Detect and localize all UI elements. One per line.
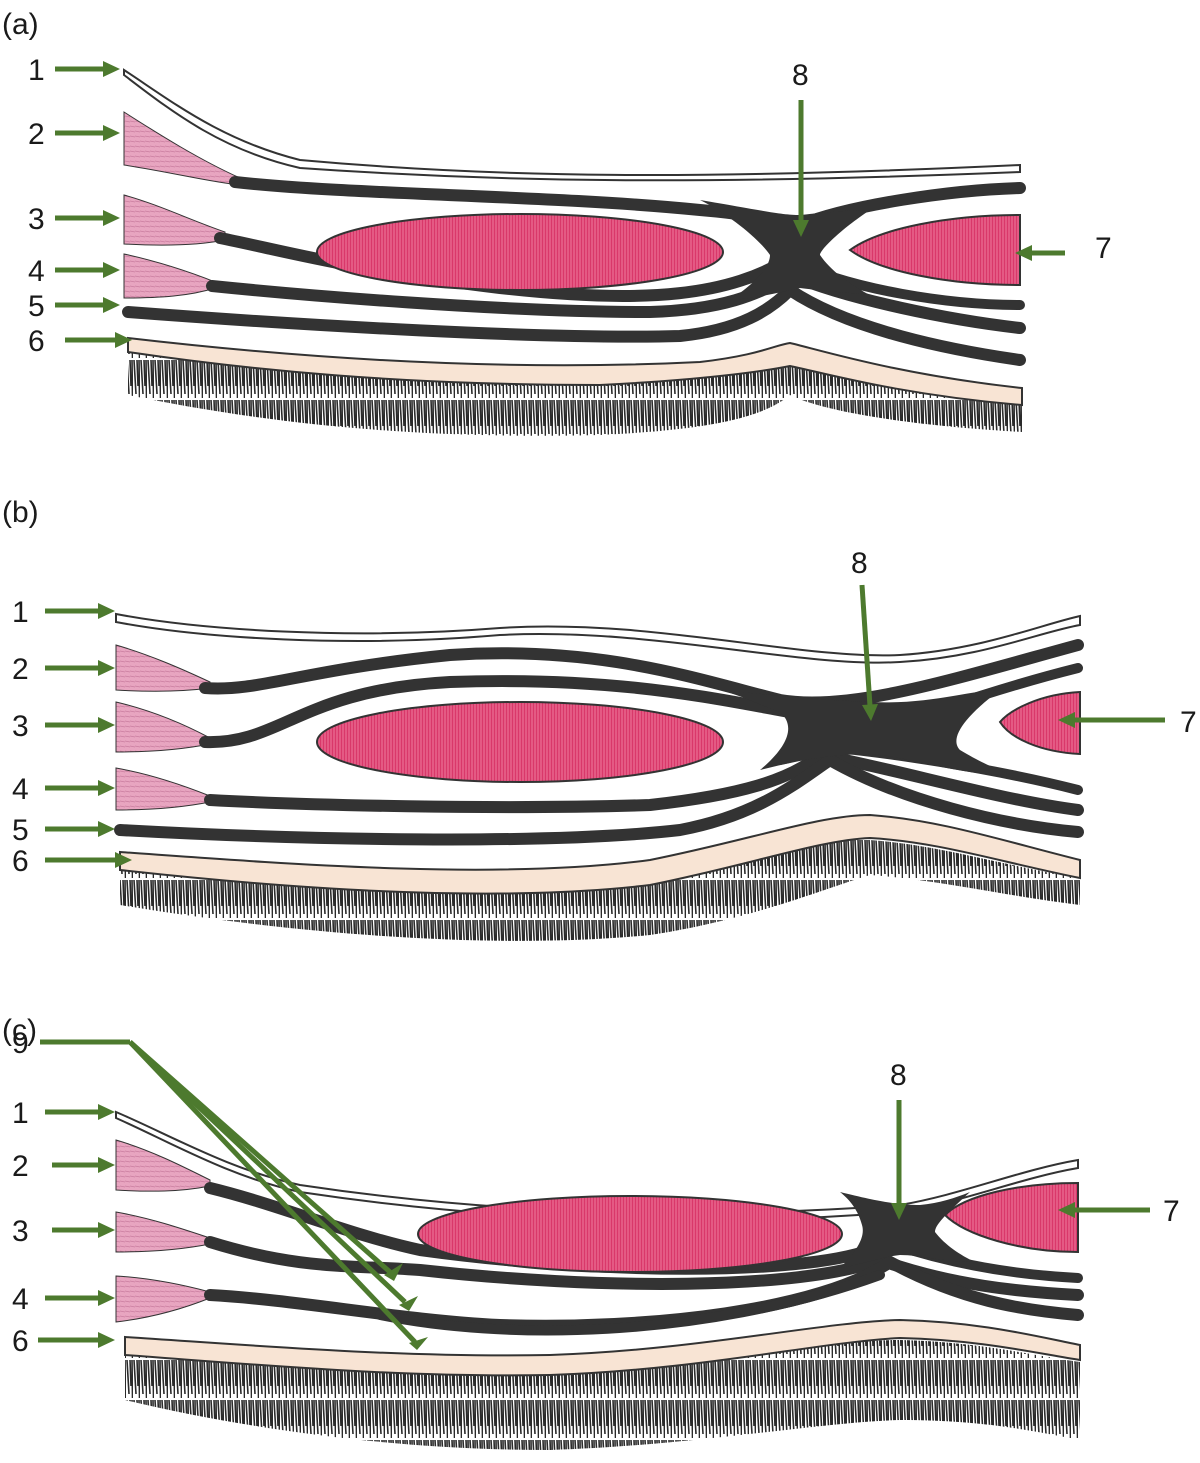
panel-letter-a: (a) (2, 8, 39, 41)
panel-letter-c: (c) (2, 1014, 37, 1047)
origin-4-a (123, 253, 216, 299)
fascia-band-b-2 (199, 675, 796, 749)
fascia-band-b-1 (199, 639, 1084, 709)
annotation-2-c: 2 (12, 1150, 115, 1183)
svg-text:3: 3 (12, 1215, 29, 1248)
skin-line-a (123, 68, 1021, 182)
svg-text:3: 3 (12, 710, 29, 743)
origin-3-c (115, 1211, 211, 1253)
svg-text:6: 6 (12, 1325, 29, 1358)
annotation-2-b: 2 (12, 653, 115, 686)
annotation-6-b: 6 (12, 845, 132, 878)
svg-text:1: 1 (28, 54, 45, 87)
fascial-node-b (720, 690, 1010, 775)
panel-b: (b) 1 2 (2, 496, 1197, 941)
svg-text:5: 5 (28, 290, 45, 323)
annotation-4-b: 4 (12, 773, 115, 806)
fascia-band-a-1 (229, 176, 1026, 232)
svg-text:1: 1 (12, 596, 29, 629)
muscle-belly-c-main (417, 1195, 843, 1273)
svg-text:4: 4 (12, 1283, 29, 1316)
annotation-1-c: 1 (12, 1097, 115, 1130)
svg-text:3: 3 (28, 203, 45, 236)
hair-layer-c (125, 1340, 1080, 1450)
panel-a: (a) 1 2 (2, 8, 1112, 436)
fascia-band-c-2 (204, 1236, 1084, 1301)
svg-text:8: 8 (851, 547, 868, 580)
annotation-7-c: 7 (1058, 1195, 1180, 1228)
panel-c: (c) 1 2 (2, 1014, 1180, 1450)
muscle-belly-b-main (316, 701, 724, 783)
annotation-6-a: 6 (28, 325, 132, 358)
fascial-node-a (700, 200, 870, 300)
origin-4-c (115, 1275, 211, 1323)
fat-layer-b (119, 813, 1081, 895)
svg-text:7: 7 (1180, 706, 1197, 739)
fat-layer-a (127, 336, 1023, 407)
svg-text:6: 6 (12, 845, 29, 878)
fascial-node-c (840, 1192, 975, 1268)
annotation-1-b: 1 (12, 596, 115, 629)
annotation-3-c: 3 (12, 1215, 115, 1248)
annotation-6-c: 6 (12, 1325, 115, 1358)
origin-2-b (115, 644, 211, 692)
muscle-belly-a-main (316, 213, 724, 291)
svg-text:7: 7 (1095, 232, 1112, 265)
annotation-3-b: 3 (12, 710, 115, 743)
annotation-4-a: 4 (28, 255, 120, 288)
fascia-band-c-5 (375, 1270, 885, 1336)
svg-text:4: 4 (12, 773, 29, 806)
svg-text:1: 1 (12, 1097, 29, 1130)
annotation-7-a: 7 (1015, 232, 1112, 265)
skin-line-b (115, 612, 1081, 664)
skin-line-c (115, 1110, 1079, 1222)
svg-text:8: 8 (890, 1059, 907, 1092)
svg-text:6: 6 (28, 325, 45, 358)
origin-3-b (115, 701, 211, 753)
svg-text:5: 5 (12, 814, 29, 847)
annotation-5-b: 5 (12, 814, 115, 847)
annotation-8-c: 8 (890, 1059, 907, 1220)
svg-text:7: 7 (1163, 1195, 1180, 1228)
svg-text:4: 4 (28, 255, 45, 288)
annotation-1-a: 1 (28, 54, 120, 87)
fascia-band-a-4 (122, 282, 1026, 366)
fat-layer-c (124, 1318, 1081, 1377)
panel-letter-b: (b) (2, 496, 39, 529)
svg-text:9: 9 (12, 1027, 29, 1060)
annotation-7-b: 7 (1058, 706, 1197, 739)
annotation-4-c: 4 (12, 1283, 115, 1316)
svg-text:2: 2 (12, 653, 29, 686)
svg-text:2: 2 (12, 1150, 29, 1183)
fascia-band-b-3 (204, 748, 1084, 816)
annotation-8-a: 8 (792, 59, 809, 237)
svg-text:8: 8 (792, 59, 809, 92)
origin-2-a (123, 111, 241, 186)
annotation-9-c: 9 (12, 1027, 428, 1350)
muscle-belly-a-right (848, 213, 1021, 287)
annotation-3-a: 3 (28, 203, 120, 236)
svg-text:2: 2 (28, 118, 45, 151)
muscle-belly-c-right (943, 1181, 1079, 1254)
fascia-band-b-4 (114, 752, 1084, 846)
origin-4-b (115, 767, 211, 811)
annotation-5-a: 5 (28, 290, 120, 323)
origin-3-a (123, 194, 226, 246)
annotation-8-b: 8 (851, 547, 878, 721)
annotation-2-a: 2 (28, 118, 120, 151)
muscle-belly-b-right (998, 690, 1081, 756)
fascia-band-a-3 (206, 268, 1026, 334)
